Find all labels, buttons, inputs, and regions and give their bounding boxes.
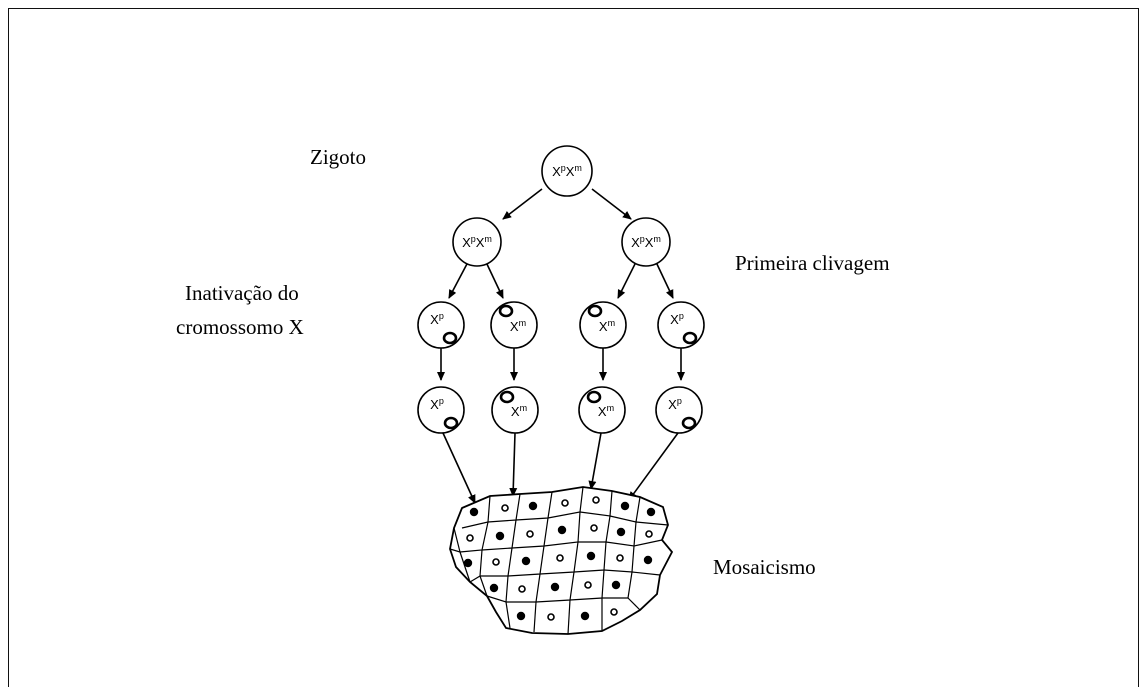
barr-body-icon	[442, 331, 458, 345]
label-zigoto: Zigoto	[310, 145, 366, 169]
arrows	[437, 188, 685, 504]
mosaic-tissue	[449, 486, 674, 635]
svg-text:XpXm: XpXm	[631, 234, 661, 250]
barr-body-icon	[499, 390, 515, 404]
svg-text:Xp: Xp	[430, 311, 444, 327]
barr-body-icon	[498, 304, 514, 318]
svg-text:Xp: Xp	[670, 311, 684, 327]
inact-cell-1: Xp	[417, 301, 465, 349]
cleavage-cell-right: XpXm	[621, 217, 671, 267]
clone-cell-1: Xp	[417, 386, 465, 434]
svg-text:Xm: Xm	[510, 318, 526, 334]
clone-cell-4: Xp	[655, 386, 703, 434]
label-primeira-clivagem: Primeira clivagem	[735, 251, 890, 275]
barr-body-icon	[682, 331, 698, 345]
barr-body-icon	[586, 390, 602, 404]
arrow-zygote-left	[502, 188, 543, 220]
arrow-clone-4	[628, 432, 679, 501]
clone-cell-3: Xm	[578, 386, 626, 434]
arrow-cleavage-left-2	[485, 261, 504, 299]
zygote-cell: XpXm	[541, 145, 593, 197]
arrow-zygote-right	[591, 188, 632, 220]
svg-text:Xm: Xm	[599, 318, 615, 334]
arrow-clone-2	[509, 432, 518, 497]
inact-cell-2: Xm	[490, 301, 538, 349]
label-inativacao-line2: cromossomo X	[176, 315, 304, 339]
svg-text:XpXm: XpXm	[552, 163, 582, 179]
arrow-cleavage-right-1	[617, 261, 637, 299]
inact-cell-4: Xp	[657, 301, 705, 349]
clone-cell-2: Xm	[491, 386, 539, 434]
cleavage-cell-left: XpXm	[452, 217, 502, 267]
barr-body-icon	[587, 304, 603, 318]
figure-frame	[8, 8, 1139, 687]
label-mosaicismo: Mosaicismo	[713, 555, 816, 579]
tissue-nuclei	[463, 496, 656, 621]
inact-cell-3: Xm	[579, 301, 627, 349]
tissue-cell-walls	[449, 486, 669, 635]
barr-body-icon	[443, 416, 459, 430]
svg-text:Xm: Xm	[511, 403, 527, 419]
label-inativacao-line1: Inativação do	[185, 281, 299, 305]
svg-text:Xm: Xm	[598, 403, 614, 419]
barr-body-icon	[681, 416, 697, 430]
svg-text:Xp: Xp	[430, 396, 444, 412]
arrow-clone-3	[588, 432, 602, 490]
svg-text:Xp: Xp	[668, 396, 682, 412]
arrow-clone-1	[442, 432, 476, 504]
arrow-cleavage-right-2	[655, 261, 674, 299]
svg-text:XpXm: XpXm	[462, 234, 492, 250]
arrow-cleavage-left-1	[448, 261, 469, 299]
